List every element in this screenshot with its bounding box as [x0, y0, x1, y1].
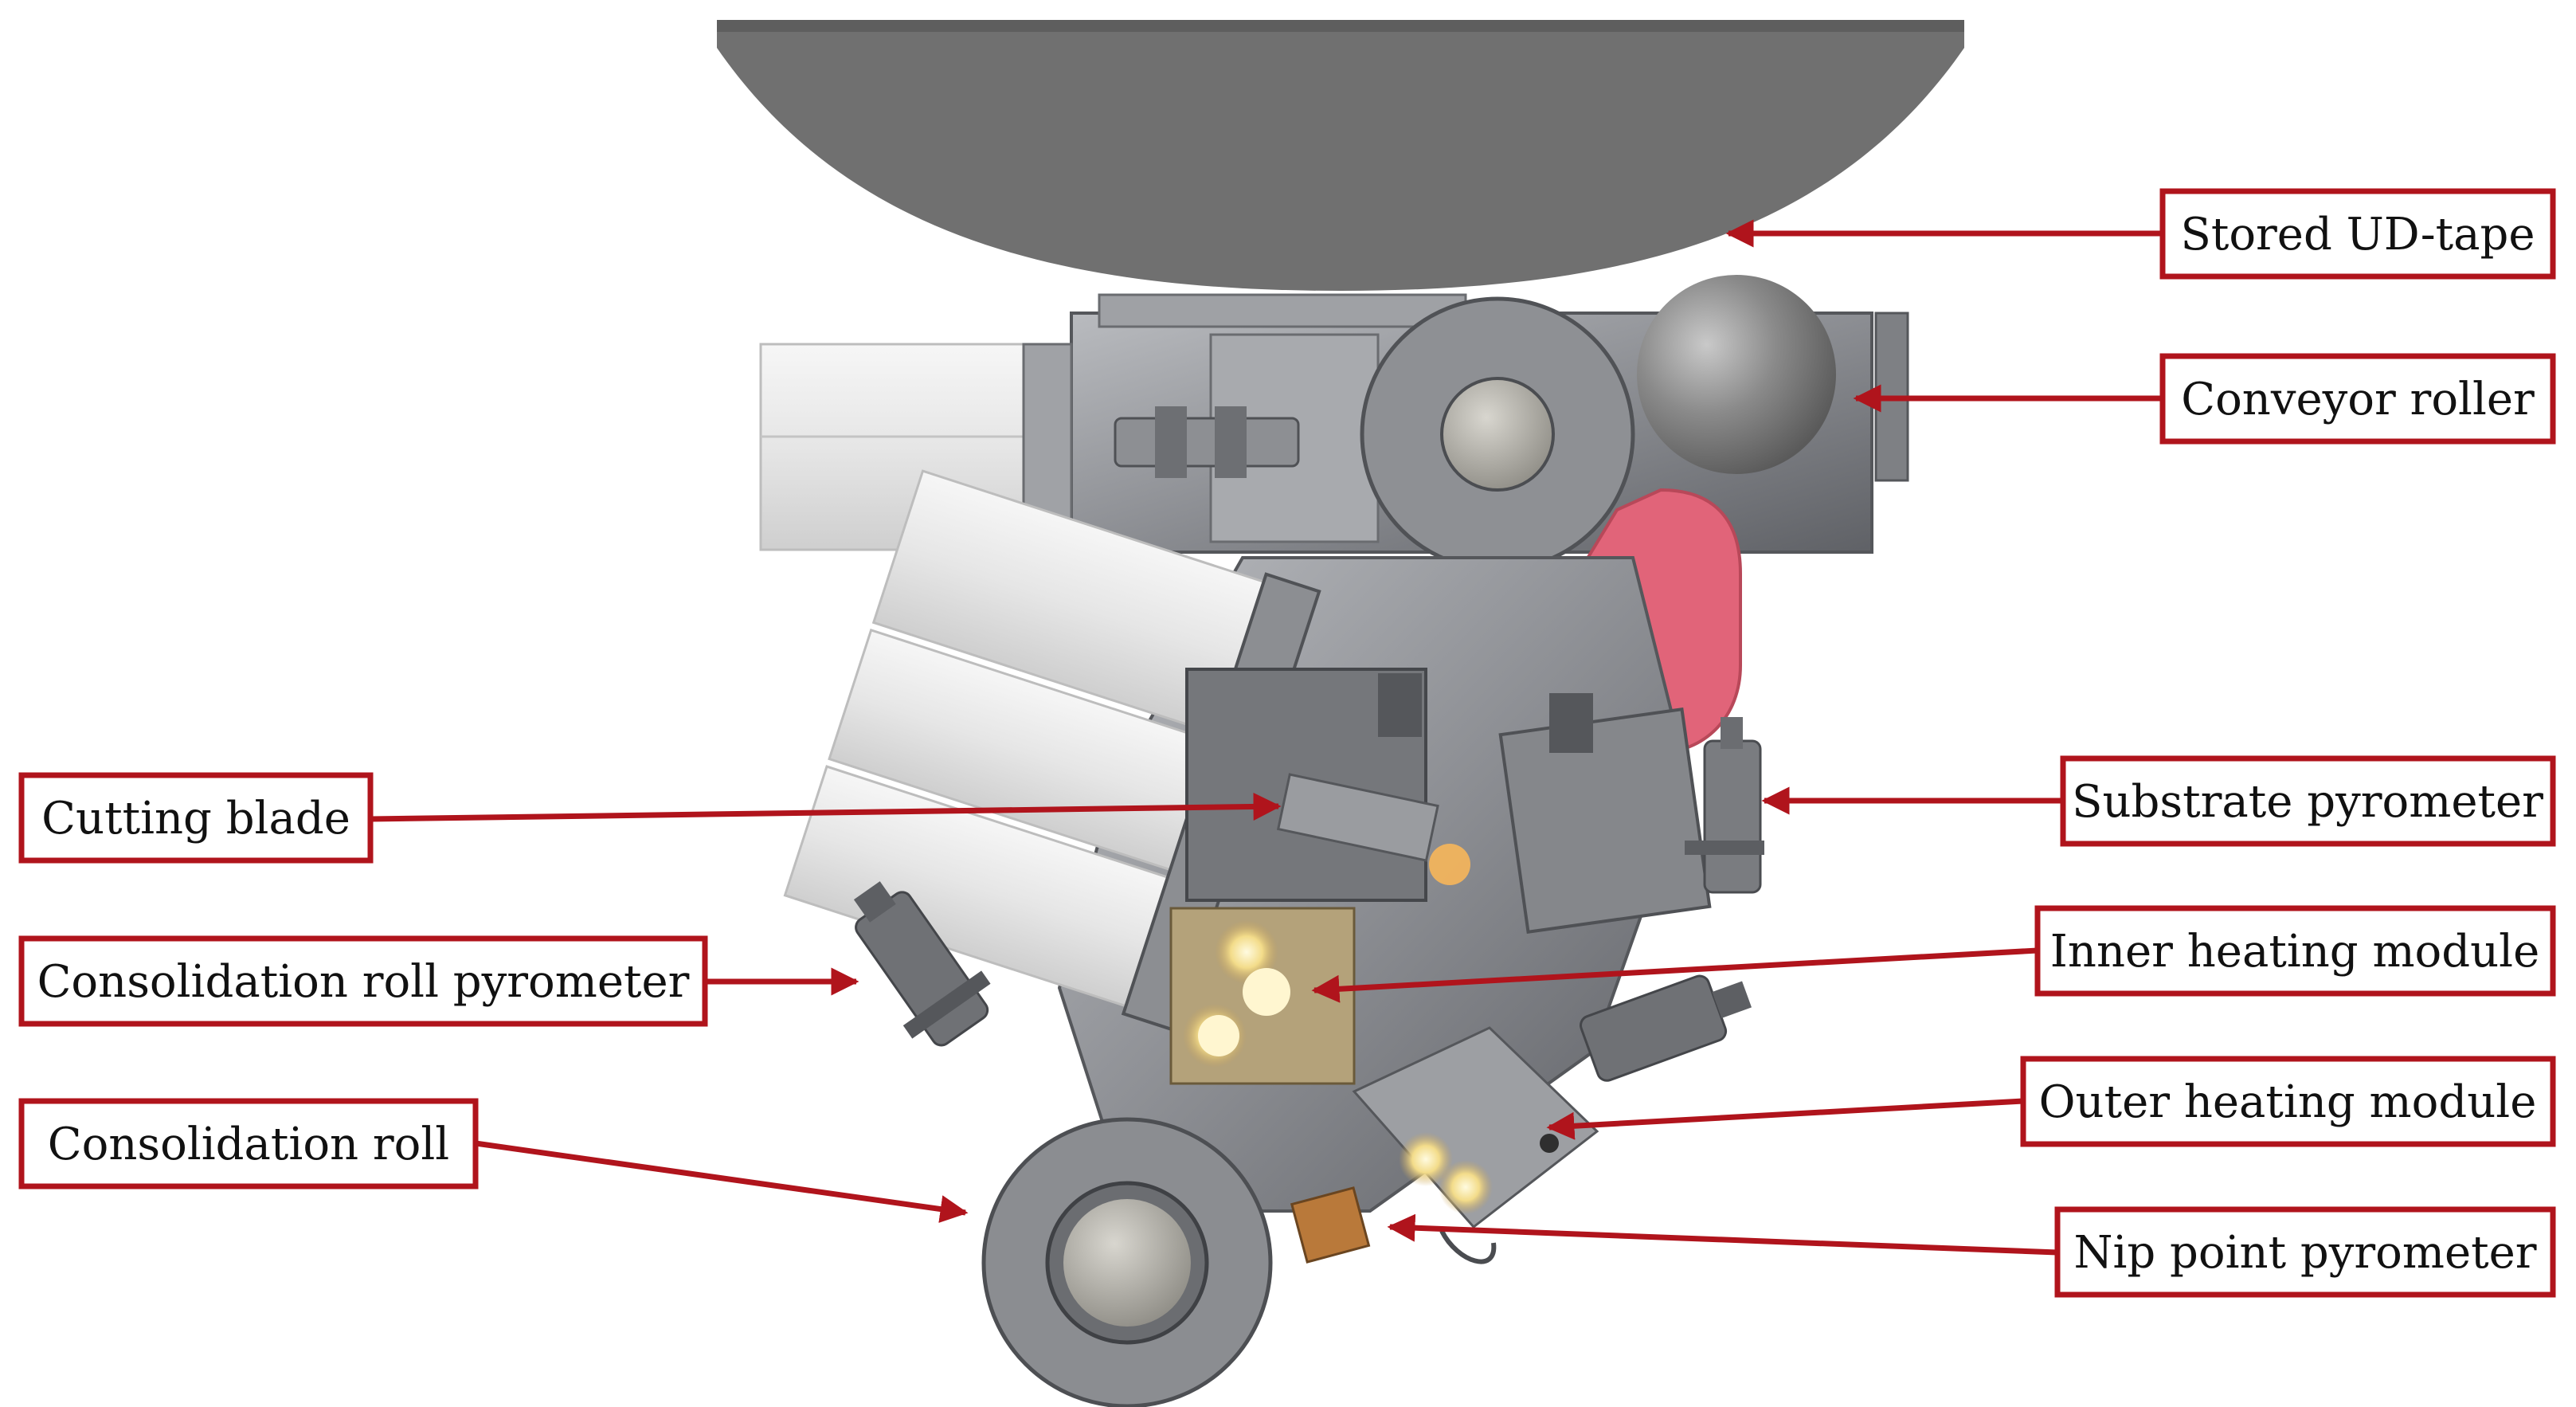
label-box-inner-heating-module — [2034, 905, 2556, 997]
label-box-nip-point-pyrometer — [2054, 1206, 2556, 1298]
label-stored-ud-tape: Stored UD-tape — [2180, 209, 2535, 261]
consolidation-roll-pyrometer — [853, 881, 991, 1047]
cutting-blade-assembly — [1185, 668, 1470, 902]
label-box-consolidation-roll — [18, 1098, 479, 1189]
label-box-outer-heating-module — [2020, 1056, 2556, 1147]
label-conveyor-roller: Conveyor roller — [2181, 374, 2535, 425]
callouts: Stored UD-tape Conveyor roller Cutting b… — [18, 188, 2556, 1298]
substrate-pyrometer — [1685, 717, 1764, 894]
inner-heating-module — [1169, 907, 1356, 1085]
label-box-substrate-pyrometer — [2060, 755, 2556, 847]
label-box-consolidation-roll-pyrometer — [18, 935, 708, 1027]
callout-outer-heating-module: Outer heating module — [1546, 1056, 2556, 1147]
callout-consolidation-roll-pyrometer: Consolidation roll pyrometer — [18, 935, 859, 1027]
machine-illustration — [717, 20, 1964, 1407]
label-box-stored-ud-tape — [2159, 188, 2556, 280]
callout-substrate-pyrometer: Substrate pyrometer — [1761, 755, 2556, 847]
conveyor-roller — [1360, 275, 1836, 572]
label-outer-heating-module: Outer heating module — [2039, 1076, 2537, 1128]
outer-heating-module — [1352, 1026, 1599, 1264]
callout-conveyor-roller: Conveyor roller — [1853, 353, 2556, 445]
label-nip-point-pyrometer: Nip point pyrometer — [2073, 1227, 2536, 1279]
callout-nip-point-pyrometer: Nip point pyrometer — [1387, 1206, 2556, 1298]
ud-tape-spool — [717, 20, 1964, 291]
label-box-conveyor-roller — [2159, 353, 2556, 445]
callout-stored-ud-tape: Stored UD-tape — [1725, 188, 2556, 280]
label-consolidation-roll: Consolidation roll — [48, 1119, 449, 1170]
consolidation-roll — [981, 1117, 1273, 1407]
label-inner-heating-module: Inner heating module — [2050, 926, 2539, 978]
label-cutting-blade: Cutting blade — [41, 793, 350, 845]
callout-cutting-blade: Cutting blade — [18, 772, 1282, 864]
label-box-cutting-blade — [18, 772, 374, 864]
nip-point-pyrometer — [1290, 1186, 1371, 1264]
callout-consolidation-roll: Consolidation roll — [18, 1098, 969, 1223]
label-consolidation-roll-pyrometer: Consolidation roll pyrometer — [37, 956, 690, 1008]
label-substrate-pyrometer: Substrate pyrometer — [2072, 776, 2543, 828]
callout-inner-heating-module: Inner heating module — [1311, 905, 2556, 1003]
